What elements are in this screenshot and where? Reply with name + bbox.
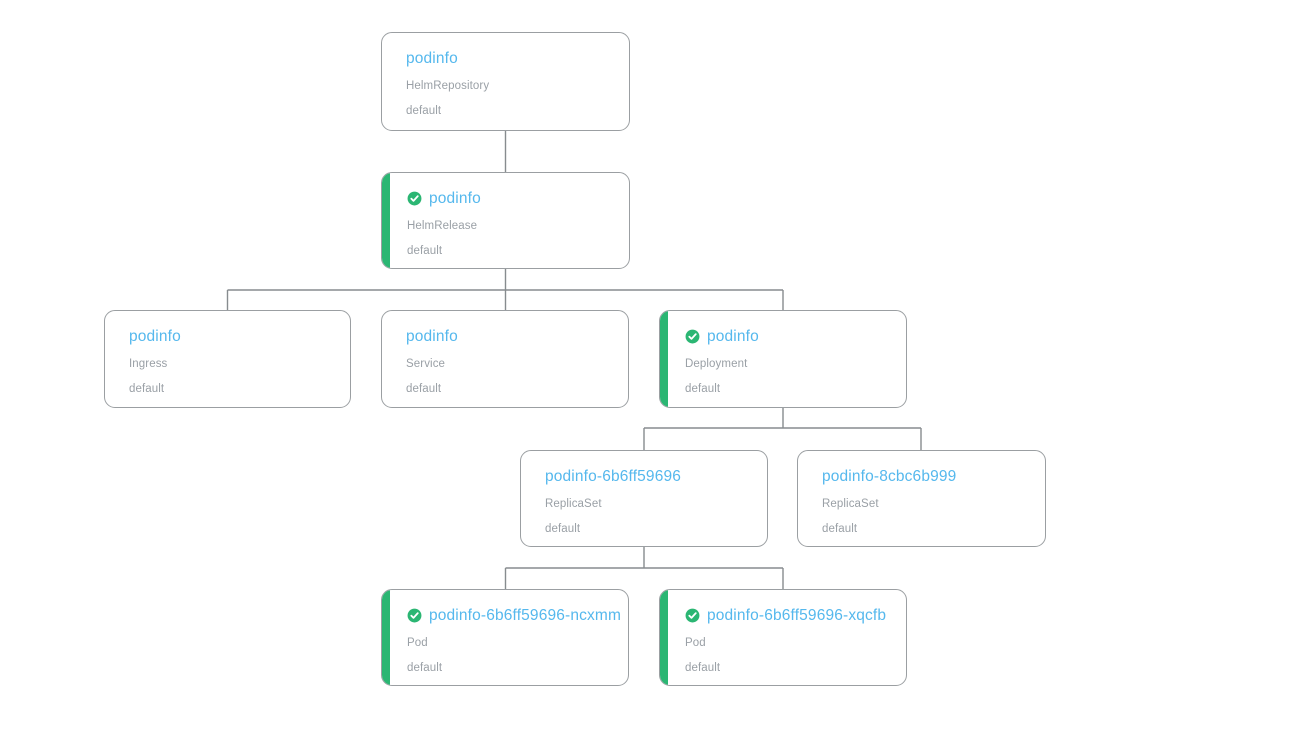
node-kind: HelmRepository bbox=[406, 80, 490, 92]
node-kind: Pod bbox=[685, 637, 706, 649]
node-namespace: default bbox=[685, 383, 721, 395]
node-body: podinfo Service default bbox=[382, 311, 628, 407]
graph-node-helmrelease-podinfo[interactable]: podinfo HelmRelease default bbox=[381, 172, 630, 269]
node-title: podinfo-6b6ff59696-ncxmm bbox=[429, 607, 622, 624]
node-body: podinfo HelmRelease default bbox=[390, 173, 629, 268]
check-circle-icon bbox=[407, 191, 422, 206]
node-title-row: podinfo bbox=[685, 327, 888, 346]
graph-node-replicaset-8cbc6b999[interactable]: podinfo-8cbc6b999 ReplicaSet default bbox=[797, 450, 1046, 547]
node-title-row: podinfo bbox=[407, 189, 611, 208]
node-title-row: podinfo-8cbc6b999 bbox=[822, 467, 1027, 486]
check-circle-icon bbox=[685, 608, 700, 623]
status-bar-ready bbox=[660, 311, 668, 407]
node-body: podinfo-6b6ff59696-xqcfb Pod default bbox=[668, 590, 906, 685]
status-bar-ready bbox=[382, 173, 390, 268]
graph-node-replicaset-6b6ff59696[interactable]: podinfo-6b6ff59696 ReplicaSet default bbox=[520, 450, 768, 547]
node-namespace: default bbox=[406, 105, 442, 117]
node-title-row: podinfo-6b6ff59696-ncxmm bbox=[407, 606, 621, 625]
node-namespace: default bbox=[822, 523, 858, 535]
node-body: podinfo-8cbc6b999 ReplicaSet default bbox=[798, 451, 1045, 546]
node-body: podinfo-6b6ff59696-ncxmm Pod default bbox=[390, 590, 628, 685]
node-body: podinfo Ingress default bbox=[105, 311, 350, 407]
graph-edge bbox=[226, 269, 783, 310]
graph-node-pod-ncxmm[interactable]: podinfo-6b6ff59696-ncxmm Pod default bbox=[381, 589, 629, 686]
node-kind: Ingress bbox=[129, 358, 168, 370]
node-body: podinfo-6b6ff59696 ReplicaSet default bbox=[521, 451, 767, 546]
node-title-row: podinfo-6b6ff59696 bbox=[545, 467, 749, 486]
node-title-row: podinfo bbox=[129, 327, 332, 346]
node-body: podinfo HelmRepository default bbox=[382, 33, 629, 130]
node-body: podinfo Deployment default bbox=[668, 311, 906, 407]
node-kind: Deployment bbox=[685, 358, 748, 370]
check-circle-icon bbox=[407, 608, 422, 623]
graph-edge bbox=[643, 408, 921, 450]
graph-node-ingress-podinfo[interactable]: podinfo Ingress default bbox=[104, 310, 351, 408]
node-kind: HelmRelease bbox=[407, 220, 478, 232]
graph-node-deployment-podinfo[interactable]: podinfo Deployment default bbox=[659, 310, 907, 408]
node-namespace: default bbox=[407, 245, 443, 257]
node-namespace: default bbox=[406, 383, 442, 395]
node-title: podinfo bbox=[707, 328, 759, 345]
graph-node-helmrepository-podinfo[interactable]: podinfo HelmRepository default bbox=[381, 32, 630, 131]
node-title-row: podinfo bbox=[406, 327, 610, 346]
node-kind: Pod bbox=[407, 637, 428, 649]
node-title-row: podinfo bbox=[406, 49, 611, 68]
graph-node-pod-xqcfb[interactable]: podinfo-6b6ff59696-xqcfb Pod default bbox=[659, 589, 907, 686]
node-title: podinfo bbox=[406, 328, 458, 345]
graph-node-service-podinfo[interactable]: podinfo Service default bbox=[381, 310, 629, 408]
node-namespace: default bbox=[685, 662, 721, 674]
check-circle-icon bbox=[685, 329, 700, 344]
node-title: podinfo-6b6ff59696 bbox=[545, 468, 682, 485]
node-kind: ReplicaSet bbox=[545, 498, 602, 510]
node-title: podinfo bbox=[406, 50, 458, 67]
node-kind: Service bbox=[406, 358, 446, 370]
node-namespace: default bbox=[129, 383, 165, 395]
node-namespace: default bbox=[545, 523, 581, 535]
graph-edge bbox=[504, 547, 783, 589]
node-title: podinfo bbox=[429, 190, 481, 207]
node-title: podinfo bbox=[129, 328, 181, 345]
status-bar-ready bbox=[660, 590, 668, 685]
node-title: podinfo-8cbc6b999 bbox=[822, 468, 957, 485]
node-namespace: default bbox=[407, 662, 443, 674]
node-title: podinfo-6b6ff59696-xqcfb bbox=[707, 607, 887, 624]
node-kind: ReplicaSet bbox=[822, 498, 879, 510]
node-title-row: podinfo-6b6ff59696-xqcfb bbox=[685, 606, 888, 625]
status-bar-ready bbox=[382, 590, 390, 685]
